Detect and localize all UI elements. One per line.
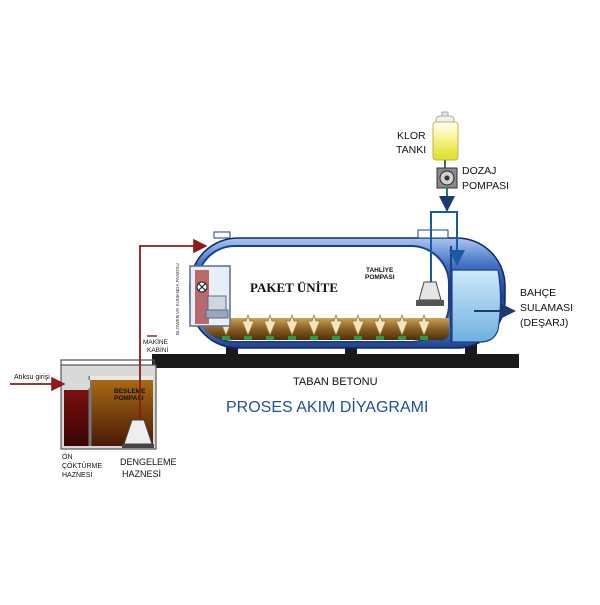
chlorine-tank-label-2: TANKI [396, 144, 426, 156]
balancing-chamber-label-2: HAZNESİ [122, 469, 161, 479]
blower-panel-label: BLOWER VE KUMANDA PANOSU [175, 263, 180, 335]
package-unit-label: PAKET ÜNİTE [250, 280, 338, 295]
package-tank [189, 229, 506, 349]
feed-line [139, 238, 208, 420]
garden-irrigation-label-1: BAHÇE [520, 287, 556, 299]
foundation-label: TABAN BETONU [293, 376, 378, 388]
pre-settling-label-3: HAZNESİ [62, 470, 92, 479]
wastewater-inlet-label: Atıksu girişi [14, 374, 50, 381]
diagram-title: PROSES AKIM DİYAGRAMI [226, 397, 428, 416]
discharge-pump-label-1: TAHLİYE [366, 266, 394, 274]
garden-irrigation-label-3: (DEŞARJ) [520, 317, 568, 329]
discharge-pump-label-2: POMPASI [365, 274, 395, 281]
discharge-pipe [430, 211, 465, 282]
pre-settling-label-2: ÇÖKTÜRME [62, 462, 102, 470]
chlorine-tank-label-1: KLOR [397, 130, 426, 142]
chlorine-tank [432, 111, 459, 161]
feed-pump-label-1: BESLEME [114, 388, 146, 395]
foundation-slab [152, 354, 519, 368]
dosing-pump-label-1: DOZAJ [462, 165, 496, 177]
machine-cabinet [189, 265, 231, 327]
feed-pump-label-2: POMPASI [114, 395, 144, 402]
machine-cabinet-label-2: KABİNİ [147, 345, 169, 354]
garden-irrigation-label-2: SULAMASI [520, 302, 573, 314]
dosing-pump-label-2: POMPASI [462, 180, 509, 192]
dosing-pump [436, 167, 458, 189]
pre-settling-label-1: ÖN [62, 453, 73, 461]
machine-cabinet-label-1: MAKİNE [143, 337, 169, 346]
balancing-chamber-label-1: DENGELEME [120, 457, 177, 467]
